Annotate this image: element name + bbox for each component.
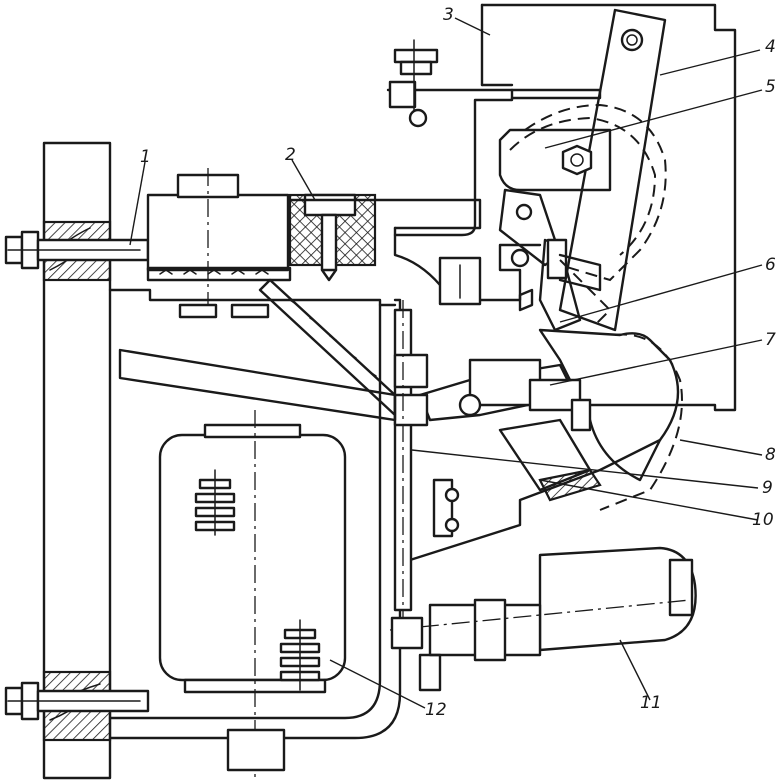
terminal-upper [194,469,236,536]
callout-3: 3 [443,5,454,25]
insulator-block [288,193,377,282]
magnetic-path-arcs [509,103,667,282]
mounting-plate [42,141,112,780]
top-arm [288,198,542,306]
solenoid [389,546,697,692]
slanted-arm [118,348,397,422]
lower-bracket [408,418,662,562]
contact-assembly [518,238,612,332]
coil-block [158,410,347,780]
adjusting-screw-bracket [386,39,602,237]
upper-bracket [146,168,292,320]
callout-2: 2 [285,145,296,165]
terminal-lower [279,619,321,691]
leader-lines [129,17,763,709]
callout-9: 9 [762,478,773,498]
callout-8: 8 [765,445,776,465]
callout-6: 6 [765,255,776,275]
callout-12: 12 [425,700,447,720]
main-frame [108,288,402,740]
lever [498,128,612,268]
callout-5: 5 [765,77,776,97]
bus-bar [393,300,429,640]
callout-11: 11 [640,693,662,713]
upper-mounting-bolt [4,230,150,270]
armature-plate [558,8,667,332]
housing [480,3,737,412]
callout-7: 7 [765,330,776,350]
lower-mounting-bolt [4,681,150,721]
callouts: 1 2 3 4 5 6 7 8 9 10 11 12 [140,5,776,720]
moving-contact-arm [418,328,683,511]
callout-4: 4 [765,37,776,57]
callout-1: 1 [140,147,151,167]
callout-10: 10 [752,510,774,530]
